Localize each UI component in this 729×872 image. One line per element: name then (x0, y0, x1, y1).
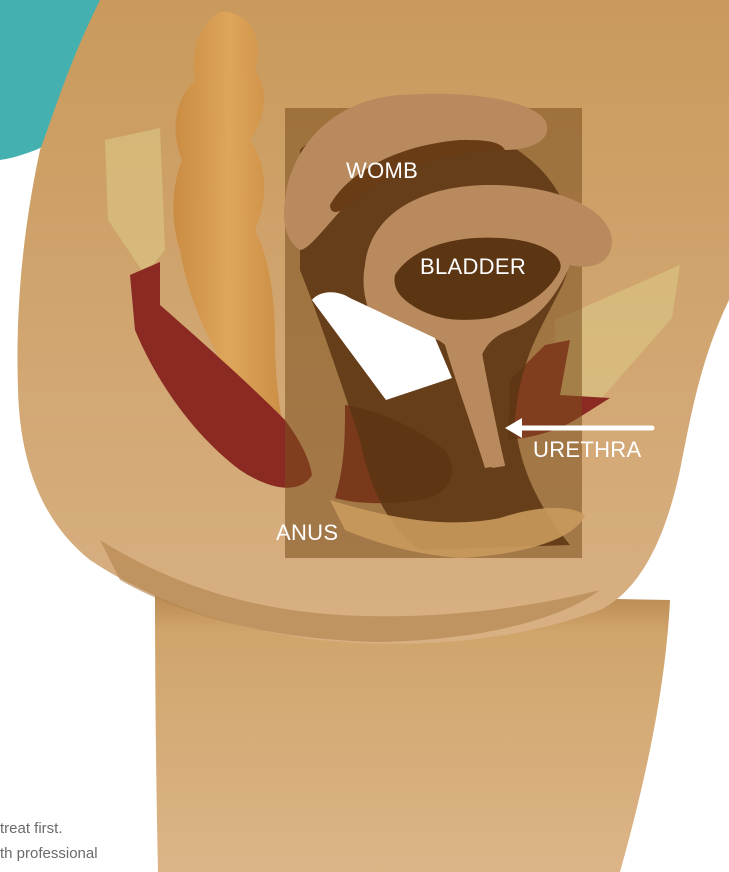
bladder-label: BLADDER (420, 254, 526, 280)
footnote-line-2: th professional (0, 845, 98, 862)
footnote-line-1: treat first. (0, 820, 63, 837)
anus-label: ANUS (276, 520, 338, 546)
womb-label: WOMB (346, 158, 418, 184)
urethra-label: URETHRA (533, 437, 641, 463)
